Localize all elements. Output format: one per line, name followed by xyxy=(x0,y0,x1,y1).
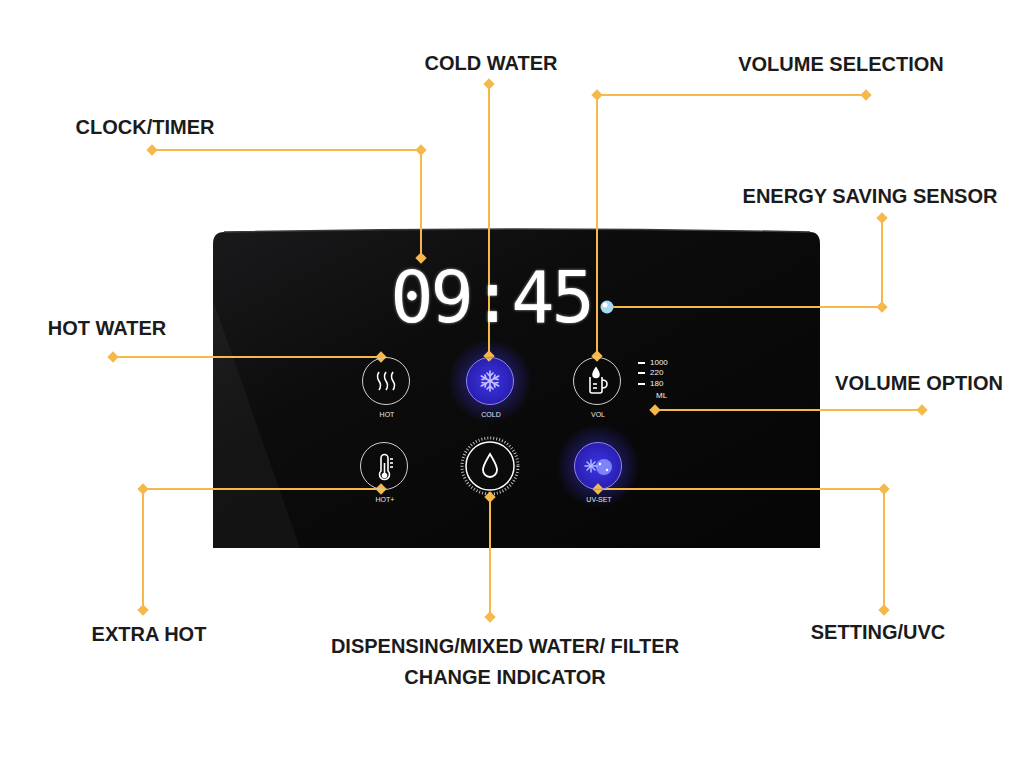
callout-label: DISPENSING/MIXED WATER/ FILTER CHANGE IN… xyxy=(325,631,685,693)
leader-diamonds xyxy=(107,78,927,622)
panel-edge xyxy=(224,229,810,232)
clock-display: 09:45 xyxy=(390,259,592,335)
sensor-highlight xyxy=(603,303,608,308)
callout-label: CLOCK/TIMER xyxy=(76,115,215,139)
extra-hot-button: HOT+ xyxy=(360,442,408,490)
sensor-dot xyxy=(601,301,614,314)
callout-label: HOT WATER xyxy=(48,316,167,340)
volume-value: 1000 xyxy=(650,358,668,368)
uv-set-button: UV-SET xyxy=(574,442,622,490)
volume-bars xyxy=(638,363,645,384)
button-glow xyxy=(448,339,532,423)
button-label: HOT+ xyxy=(376,495,395,504)
volume-value: 180 xyxy=(650,379,663,389)
button-label: UV-SET xyxy=(586,495,611,504)
callout-label: VOLUME SELECTION xyxy=(738,52,944,76)
cup-icon xyxy=(590,368,607,393)
volume-value: 220 xyxy=(650,368,663,378)
callout-label: SETTING/UVC xyxy=(811,620,945,644)
cold-button-fill xyxy=(467,358,513,404)
control-panel: 09:45HOT COLD VOL HOT+ UV-SET xyxy=(213,232,820,548)
button-label: COLD xyxy=(481,410,500,419)
panel-shine xyxy=(213,300,300,548)
hot-icon xyxy=(378,372,395,390)
uv-icon xyxy=(585,459,612,475)
volume-button: VOL xyxy=(573,357,621,405)
volume-unit: ML xyxy=(656,391,667,401)
callout-label: EXTRA HOT xyxy=(92,622,207,646)
callout-label: VOLUME OPTION xyxy=(835,371,1003,395)
leader-lines xyxy=(113,84,922,617)
dispense-button xyxy=(462,438,518,494)
button-label: VOL xyxy=(591,410,605,419)
hot-button: HOT xyxy=(362,357,410,405)
uv-button-fill xyxy=(575,443,621,489)
button-glow xyxy=(556,424,640,508)
snowflake-icon xyxy=(481,371,498,391)
callout-label: COLD WATER xyxy=(425,51,558,75)
callout-label: ENERGY SAVING SENSOR xyxy=(743,184,998,208)
cold-button: COLD xyxy=(466,357,514,405)
thermometer-icon xyxy=(380,455,394,480)
panel-body xyxy=(213,229,820,548)
button-label: HOT xyxy=(380,410,395,419)
